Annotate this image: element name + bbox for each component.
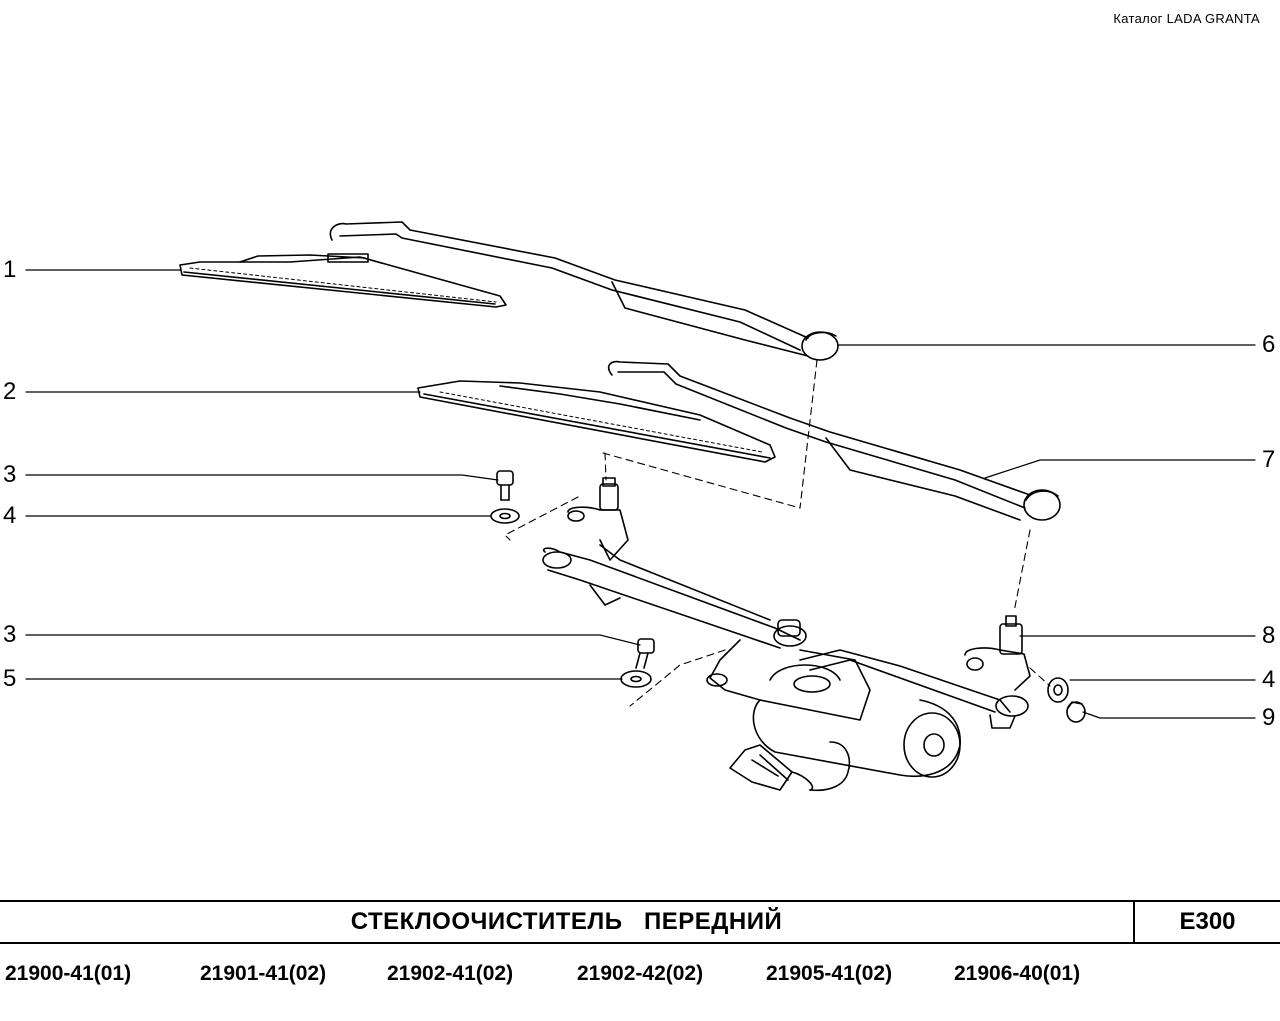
alignment-lines: [504, 359, 1051, 707]
callout-4: 4: [1262, 666, 1276, 693]
model-code: 21900-41(01): [5, 962, 132, 985]
model-code: 21902-41(02): [387, 962, 514, 985]
callout-8: 8: [1262, 622, 1276, 649]
wiper-diagram: [25, 221, 1256, 792]
washer-5: [620, 670, 652, 688]
bolt-3b: [635, 638, 655, 669]
callout-2: 2: [3, 378, 17, 405]
diagram-code: E300: [1179, 908, 1236, 935]
footer-rule-top: [0, 900, 1280, 902]
model-code: 21901-41(02): [200, 962, 327, 985]
model-code: 21905-41(02): [766, 962, 893, 985]
diagram-title: СТЕКЛООЧИСТИТЕЛЬ ПЕРЕДНИЙ: [350, 908, 783, 935]
leader-lines: [25, 269, 1256, 719]
washer-4b: [1047, 677, 1069, 703]
bolt-3a: [496, 470, 514, 501]
nut-9: [1066, 701, 1086, 723]
wiper-arm-6: [329, 221, 839, 361]
wiper-arm-7: [607, 360, 1061, 521]
model-list: 21900-41(01) 21901-41(02) 21902-41(02) 2…: [0, 962, 1280, 996]
wiper-blade-2: [417, 380, 776, 463]
wiper-blade-1: [179, 253, 507, 308]
footer-divider: [1133, 900, 1135, 944]
callout-3: 3: [3, 461, 17, 488]
callout-7: 7: [1262, 446, 1276, 473]
callout-9: 9: [1262, 704, 1276, 731]
callout-6: 6: [1262, 331, 1276, 358]
washer-4a: [490, 508, 520, 524]
model-code: 21902-42(02): [577, 962, 704, 985]
callout-4: 4: [3, 502, 17, 529]
callout-3: 3: [3, 621, 17, 648]
callout-5: 5: [3, 665, 17, 692]
wiper-linkage: [542, 477, 1031, 792]
callout-1: 1: [3, 256, 17, 283]
footer-rule-mid: [0, 942, 1280, 944]
catalog-title: Каталог LADA GRANTA: [1113, 11, 1260, 26]
model-code: 21906-40(01): [954, 962, 1081, 985]
